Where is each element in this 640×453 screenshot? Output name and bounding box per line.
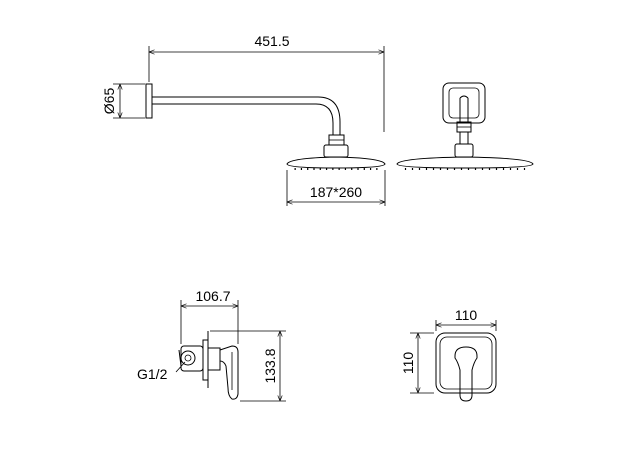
front-swivel [454,143,474,158]
arm-bottom-edge [152,103,334,135]
dimension-plate-height: 110 [400,332,434,394]
dimension-label-valve-depth: 106.7 [195,288,230,304]
dimension-label-flange-diameter: Ø65 [101,88,117,115]
valve-inlet-body [180,345,204,372]
valve-front-plate [435,332,497,394]
dimension-valve-height: 133.8 [210,330,286,402]
dimension-label-plate-width: 110 [455,307,478,323]
dimension-label-valve-height: 133.8 [262,348,278,383]
shower-head-front-view [396,82,534,170]
dimension-label-plate-height: 110 [400,352,416,375]
dimension-arm-length: 451.5 [148,33,385,132]
thread-port [180,350,196,366]
lever-handle-side [219,345,239,400]
dimension-flange-diameter: Ø65 [101,83,145,119]
dimension-valve-depth: 106.7 [180,288,239,344]
arm-top-edge [152,96,341,135]
dimension-label-head-size: 187*260 [310,184,362,200]
swivel-joint [323,144,349,158]
thread-label: G1/2 [137,366,168,382]
dimension-label-arm-length: 451.5 [254,33,289,49]
shower-arm-side-view [145,83,386,170]
front-wall-plate [442,82,486,124]
mixer-valve-side-view [178,331,239,400]
lever-handle-front [454,346,478,402]
dimension-head-size: 187*260 [286,170,386,206]
wall-flange [145,83,153,119]
shower-head-front [396,156,534,169]
dimension-plate-width: 110 [435,307,497,331]
shower-head-side [286,156,386,169]
mixer-valve-front-view [435,332,497,402]
thread-callout: G1/2 [137,361,186,382]
valve-cover [207,347,221,371]
